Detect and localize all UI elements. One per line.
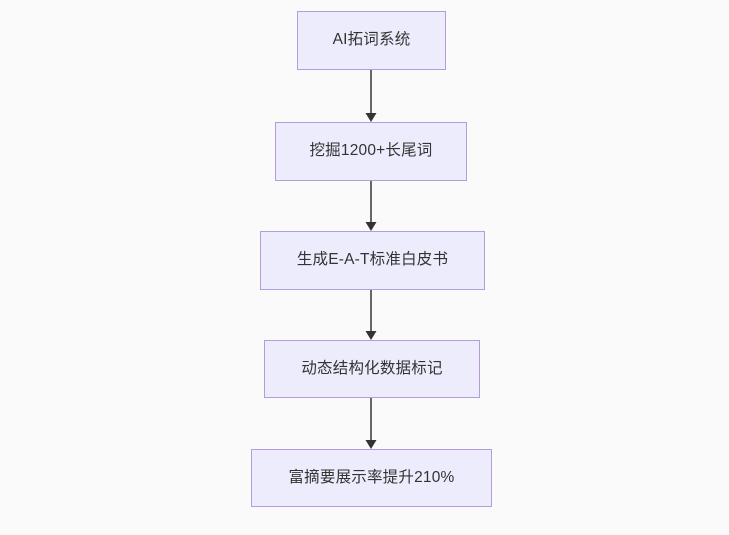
arrowhead-icon xyxy=(365,331,377,340)
flow-node-mine-longtail-keywords[interactable]: 挖掘1200+长尾词 xyxy=(275,122,467,181)
flow-node-generate-eat-whitepaper[interactable]: 生成E-A-T标准白皮书 xyxy=(260,231,485,290)
flow-node-label: 挖掘1200+长尾词 xyxy=(309,142,433,160)
flow-edge-3 xyxy=(361,290,381,340)
flow-node-label: 生成E-A-T标准白皮书 xyxy=(296,251,449,269)
flow-node-ai-keyword-system[interactable]: AI拓词系统 xyxy=(297,11,446,70)
flow-node-label: 富摘要展示率提升210% xyxy=(288,468,455,486)
flow-node-label: AI拓词系统 xyxy=(332,31,411,49)
flow-node-label: 动态结构化数据标记 xyxy=(301,359,443,377)
arrowhead-icon xyxy=(365,222,377,231)
arrowhead-icon xyxy=(365,440,377,449)
flow-edge-2 xyxy=(361,181,381,231)
flow-edge-1 xyxy=(361,70,381,122)
arrowhead-icon xyxy=(365,113,377,122)
flow-edge-4 xyxy=(361,398,381,449)
flow-node-dynamic-structured-data-markup[interactable]: 动态结构化数据标记 xyxy=(264,340,480,398)
flow-node-rich-snippet-impression-lift[interactable]: 富摘要展示率提升210% xyxy=(251,449,492,507)
